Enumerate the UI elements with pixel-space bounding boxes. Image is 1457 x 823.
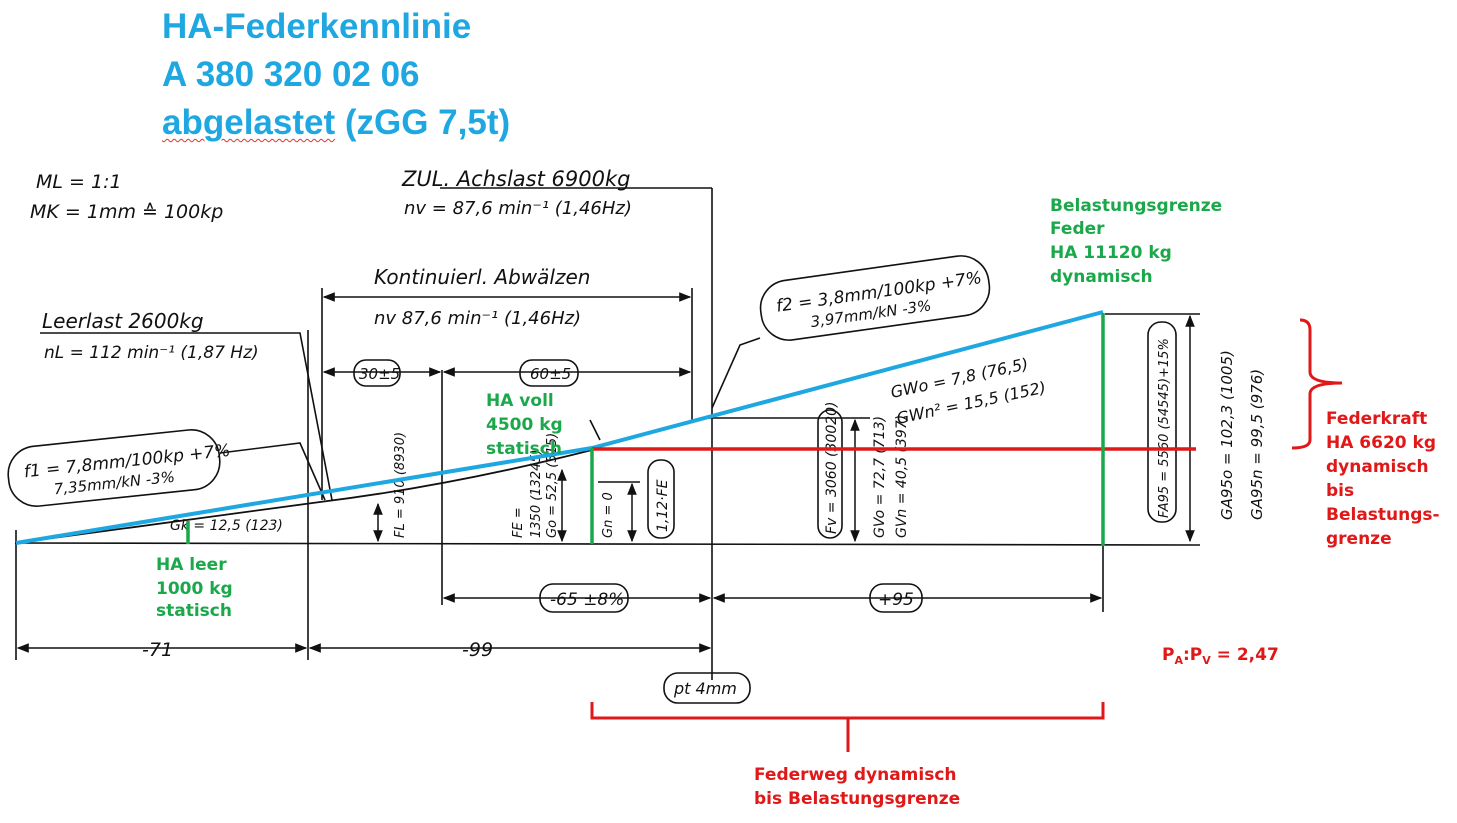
f2-box [759,255,991,341]
ratio-colon: :P [1183,645,1202,665]
federkraft-line-1: Federkraft [1326,409,1427,429]
ga95n-label: GA95n = 99,5 (976) [1248,369,1266,520]
dim-95-label: +95 [878,590,914,610]
gvn-label: GVn = 40,5 (397) [894,415,910,538]
gvo-label: GVo = 72,7 (713) [872,416,888,538]
leader-f1 [219,442,326,501]
federkraft-line-5: Belastungs- [1326,505,1440,525]
ratio-p: P [1162,645,1174,665]
nv-zul: nv = 87,6 min⁻¹ (1,46Hz) [404,198,632,219]
dim-30-label: 30±5 [359,365,400,383]
dim-99-label: -99 [462,639,493,661]
leerlast-label: Leerlast 2600kg [42,309,204,333]
federweg-bracket [590,702,1105,752]
federkraft-line-4: bis [1326,481,1354,501]
federkraft-bracket [1291,318,1343,450]
leader-ha-voll [589,419,601,441]
ha-voll-line-1: HA voll [486,391,554,411]
title-line-3-underlined: abgelastet [162,103,336,142]
belastung-line-1: Belastungsgrenze [1050,196,1222,216]
fv-box [817,409,843,539]
dim-30-box [353,359,401,387]
kontinuierl-label: Kontinuierl. Abwälzen [374,265,590,289]
fe12-label: 1,12·FE [655,479,671,532]
pt-box [663,672,751,704]
fa95-box [1147,321,1177,523]
fe-label: FE = [511,507,526,538]
belastung-line-2: Feder [1050,219,1105,239]
zul-achslast: ZUL. Achslast 6900kg [401,167,630,191]
green-annotations: Belastungsgrenze Feder HA 11120 kg dynam… [156,196,1222,621]
title-line-1: HA-Federkennlinie [162,7,472,46]
baseline [14,542,1201,546]
load-markers [186,313,1105,546]
title-line-2: A 380 320 02 06 [162,55,420,94]
fe-value: 1350 (13245) [529,449,544,538]
ha-leer-line-1: HA leer [156,555,227,575]
federweg-line-2: bis Belastungsgrenze [754,789,960,809]
ha-voll-line-3: statisch [486,439,562,459]
scale-ml: ML = 1:1 [36,171,122,193]
belastung-line-4: dynamisch [1050,267,1153,287]
fv-label: Fv = 3060 (30020) [824,401,840,534]
dim-60-label: 60±5 [530,365,571,383]
dim-65-box [539,583,629,613]
ratio-value: = 2,47 [1211,645,1279,665]
federweg-line-1: Federweg dynamisch [754,765,957,785]
pt-label: pt 4mm [673,679,737,698]
ratio-sub-v: V [1202,654,1211,667]
federkraft-line-2: HA 6620 kg [1326,433,1436,453]
nl-label: nL = 112 min⁻¹ (1,87 Hz) [44,343,259,363]
federkraft-line-3: dynamisch [1326,457,1429,477]
dim-60-box [519,359,579,387]
federkraft-line-6: grenze [1326,529,1392,549]
gk-label: Gk = 12,5 (123) [170,518,283,534]
f1-box [7,429,221,507]
dim-95-box [869,583,923,613]
scale-mk: MK = 1mm ≙ 100kp [30,201,223,223]
title-line-3: abgelastet (zGG 7,5t) [162,105,510,140]
leader-f2 [711,337,761,409]
ha-leer-line-3: statisch [156,601,232,621]
ga95o-label: GA95o = 102,3 (1005) [1218,350,1236,520]
red-annotations: Federkraft HA 6620 kg dynamisch bis Bela… [754,409,1440,809]
leader-leerlast [40,332,333,501]
original-curve [15,449,593,544]
fe12-box [647,459,675,539]
gn-label: Gn = 0 [601,492,616,538]
fl-label: FL = 910 (8930) [393,432,408,538]
ha-leer-line-2: 1000 kg [156,579,233,599]
belastung-line-3: HA 11120 kg [1050,243,1172,263]
dim-65-label: -65 ±8% [550,590,624,610]
nv-kont: nv 87,6 min⁻¹ (1,46Hz) [374,308,581,329]
ha-voll-line-2: 4500 kg [486,415,563,435]
pa-pv-ratio: PA:PV = 2,47 [1162,645,1279,667]
ratio-sub-a: A [1174,654,1183,667]
fa95-label: FA95 = 5560 (54545)+15% [1157,338,1172,518]
drawing-lines [14,187,1201,680]
dimension-arrows [16,292,1195,653]
callout-boxes [7,255,1177,704]
dim-71-label: -71 [142,639,173,661]
title-line-3-rest: (zGG 7,5t) [335,103,511,142]
